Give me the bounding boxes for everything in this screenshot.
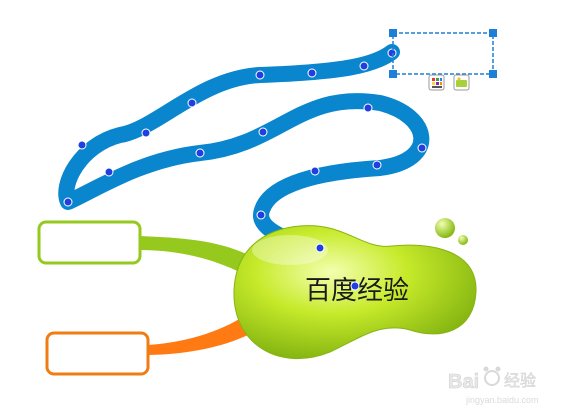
relationship-line[interactable]	[58, 44, 430, 258]
line-handle[interactable]	[350, 281, 360, 291]
line-handle[interactable]	[387, 48, 397, 58]
central-topic[interactable]: 百度经验	[233, 225, 477, 360]
resize-handle-nw[interactable]	[389, 29, 397, 37]
watermark-brand: Bai	[448, 371, 479, 393]
line-handle[interactable]	[104, 167, 114, 177]
line-handle[interactable]	[310, 166, 320, 176]
paw-icon	[483, 366, 501, 386]
line-handle[interactable]	[187, 98, 197, 108]
central-topic-label: 百度经验	[305, 276, 409, 306]
line-handle[interactable]	[195, 148, 205, 158]
line-handle[interactable]	[77, 140, 87, 150]
line-handle[interactable]	[256, 210, 266, 220]
watermark-url: jingyan.baidu.com	[465, 395, 539, 405]
subtopic-box-top[interactable]	[37, 220, 142, 265]
central-topic-shape	[233, 225, 477, 360]
selection-box[interactable]	[389, 29, 497, 78]
baidu-watermark: Bai 经验 jingyan.baidu.com	[448, 366, 539, 405]
line-handle[interactable]	[359, 61, 369, 71]
resize-handle-ne[interactable]	[489, 29, 497, 37]
branch-connector-bottom	[148, 312, 258, 355]
central-topic-highlight	[252, 235, 328, 265]
line-handle[interactable]	[63, 197, 73, 207]
line-handle[interactable]	[258, 127, 268, 137]
line-handle[interactable]	[417, 143, 427, 153]
line-handle[interactable]	[141, 128, 151, 138]
line-handle[interactable]	[372, 160, 382, 170]
line-handle[interactable]	[255, 70, 265, 80]
resize-handle-se[interactable]	[489, 70, 497, 78]
decor-ball-large	[435, 218, 455, 238]
line-handle[interactable]	[315, 243, 325, 253]
line-handle[interactable]	[363, 103, 373, 113]
branch-connector-top	[140, 236, 262, 282]
image-icon[interactable]	[453, 74, 470, 91]
subtopic-box-bottom[interactable]	[45, 331, 150, 376]
decor-ball-small	[458, 235, 468, 245]
resize-handle-sw[interactable]	[389, 70, 397, 78]
watermark-brand2: 经验	[504, 372, 536, 390]
palette-icon[interactable]	[428, 74, 445, 91]
line-handles[interactable]	[63, 48, 427, 291]
selection-box-frame	[392, 32, 494, 75]
line-handle[interactable]	[307, 68, 317, 78]
